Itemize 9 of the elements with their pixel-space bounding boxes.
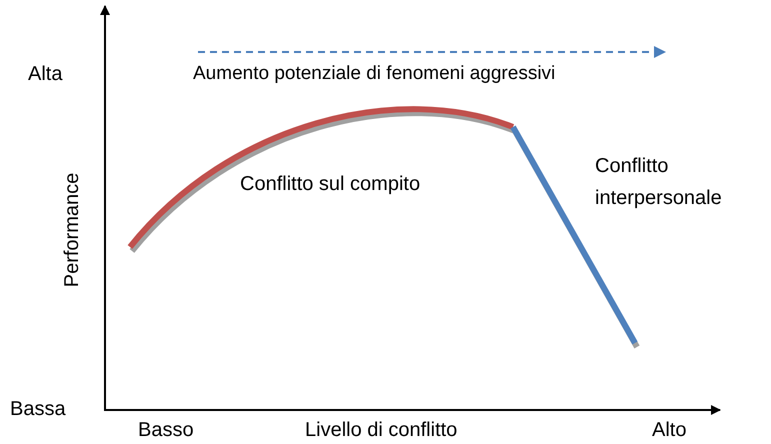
curve-label: Conflitto sul compito — [240, 172, 420, 196]
curve-label: Conflitto interpersonale — [595, 154, 723, 211]
axis-level-label: Alto — [652, 418, 686, 442]
axis-level-label: Bassa — [10, 397, 66, 421]
axis-level-label: Alta — [28, 62, 62, 86]
x-axis-title: Livello di conflitto — [305, 418, 458, 442]
y-axis-title: Performance — [60, 172, 84, 288]
axis-level-label: Basso — [138, 418, 194, 442]
direction-label: Aumento potenziale di fenomeni aggressivi — [193, 62, 556, 86]
